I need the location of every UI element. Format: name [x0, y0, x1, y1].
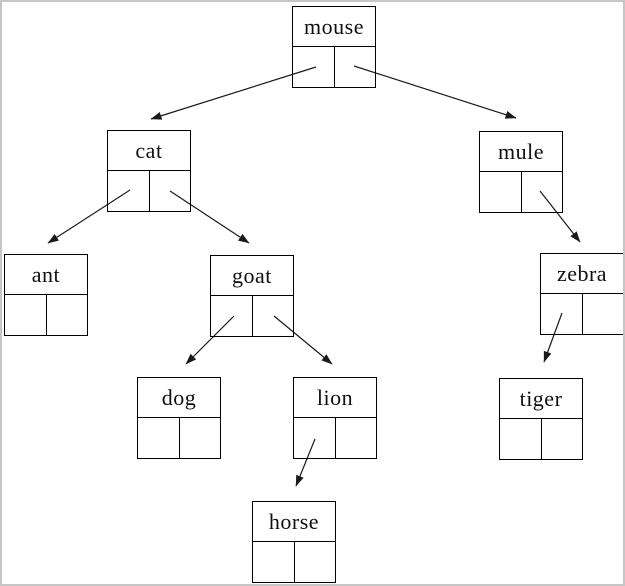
node-label-dog: dog [138, 378, 220, 418]
node-label-mule: mule [480, 132, 562, 172]
node-horse: horse [252, 501, 336, 583]
pointer-cells [480, 172, 562, 212]
edge-mouse-right-mule [353, 65, 517, 119]
node-label-cat: cat [108, 131, 190, 171]
node-label-tiger: tiger [500, 379, 582, 419]
node-mule: mule [479, 131, 563, 213]
left-pointer-cell [5, 295, 47, 335]
left-pointer-cell [211, 296, 253, 336]
right-pointer-cell [522, 172, 563, 212]
pointer-cells [294, 418, 376, 458]
left-pointer-cell [253, 542, 295, 582]
pointer-cells [5, 295, 87, 335]
node-lion: lion [293, 377, 377, 459]
left-pointer-cell [541, 294, 583, 334]
node-goat: goat [210, 255, 294, 337]
left-pointer-cell [138, 418, 180, 458]
right-pointer-cell [253, 296, 294, 336]
node-label-mouse: mouse [293, 7, 375, 47]
pointer-cells [253, 542, 335, 582]
node-zebra: zebra [540, 253, 623, 335]
right-pointer-cell [180, 418, 221, 458]
left-pointer-cell [480, 172, 522, 212]
pointer-cells [500, 419, 582, 459]
left-pointer-cell [294, 418, 336, 458]
node-label-lion: lion [294, 378, 376, 418]
left-pointer-cell [293, 47, 335, 87]
left-pointer-cell [500, 419, 542, 459]
pointer-cells [108, 171, 190, 211]
node-label-horse: horse [253, 502, 335, 542]
right-pointer-cell [335, 47, 376, 87]
right-pointer-cell [583, 294, 624, 334]
pointer-cells [138, 418, 220, 458]
pointer-cells [541, 294, 623, 334]
right-pointer-cell [542, 419, 583, 459]
node-label-ant: ant [5, 255, 87, 295]
node-label-zebra: zebra [541, 254, 623, 294]
node-ant: ant [4, 254, 88, 336]
left-pointer-cell [108, 171, 150, 211]
node-mouse: mouse [292, 6, 376, 88]
pointer-cells [293, 47, 375, 87]
node-tiger: tiger [499, 378, 583, 460]
node-cat: cat [107, 130, 191, 212]
right-pointer-cell [150, 171, 191, 211]
pointer-cells [211, 296, 293, 336]
right-pointer-cell [295, 542, 336, 582]
node-label-goat: goat [211, 256, 293, 296]
right-pointer-cell [47, 295, 88, 335]
node-dog: dog [137, 377, 221, 459]
right-pointer-cell [336, 418, 377, 458]
